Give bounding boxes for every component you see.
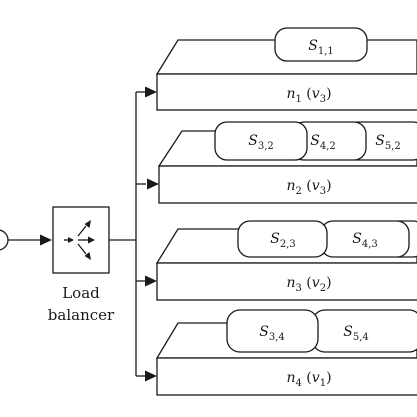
- node-2: S3,2 S4,2 S5,2 n2 (v3): [157, 121, 417, 204]
- service-label-4-2: S5,4: [343, 324, 369, 343]
- service-label-4-1: S3,4: [259, 324, 285, 343]
- service-label-2-1: S3,2: [248, 133, 274, 152]
- node-3: S2,3 S4,3 n3 (v2): [155, 220, 417, 301]
- service-label-1-1: S1,1: [308, 38, 334, 57]
- input-source-circle: [0, 229, 9, 251]
- load-balancer-label-line2: balancer: [48, 306, 115, 324]
- service-pill-4-2: [311, 309, 417, 353]
- load-balancer-icon: [64, 220, 95, 260]
- node-label-3: n3 (v2): [286, 275, 331, 294]
- node-1: S1,1 n1 (v3): [155, 27, 417, 111]
- service-pill-2-1: [214, 121, 308, 161]
- service-pill-4-1: [226, 309, 319, 353]
- service-label-2-3: S5,2: [375, 133, 401, 152]
- branch-arrowhead-4: [145, 370, 157, 382]
- service-pill-1-1: [274, 27, 368, 62]
- service-label-3-2: S4,3: [352, 231, 378, 250]
- input-arrow-head: [40, 234, 52, 246]
- node-label-2: n2 (v3): [286, 178, 331, 197]
- node-4: S3,4 S5,4 n4 (v1): [155, 309, 417, 396]
- service-label-3-1: S2,3: [270, 231, 296, 250]
- node-label-4: n4 (v1): [286, 370, 331, 389]
- load-balancer-label-line1: Load: [62, 284, 100, 302]
- node-label-1: n1 (v3): [286, 86, 331, 105]
- branch-arrowhead-3: [145, 275, 157, 287]
- branch-arrowhead-2: [147, 178, 159, 190]
- branch-arrowhead-1: [145, 86, 157, 98]
- service-pill-3-1: [237, 220, 328, 258]
- service-label-2-2: S4,2: [310, 133, 336, 152]
